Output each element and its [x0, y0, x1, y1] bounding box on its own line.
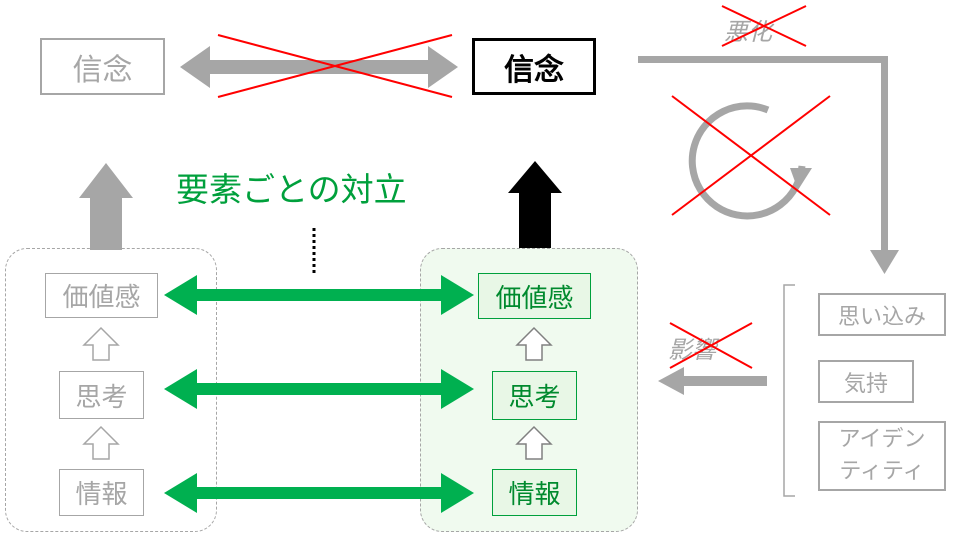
- worsen-path-arrow: [638, 56, 899, 274]
- left-info-label: 情報: [75, 480, 128, 510]
- right-up-arrow-icon: [508, 161, 562, 248]
- right-hollow-up-arrow-upper-icon: [515, 326, 553, 361]
- right-thought-label: 思考: [508, 383, 561, 413]
- factor-assumption-box: 思い込み: [818, 293, 946, 336]
- left-value-box: 価値感: [45, 273, 158, 318]
- factor-feeling-box: 気持: [818, 360, 914, 403]
- factors-bracket: [783, 284, 795, 497]
- left-thought-box: 思考: [59, 371, 144, 419]
- left-info-box: 情報: [59, 469, 144, 516]
- belief-box-left: 信念: [40, 38, 165, 95]
- right-value-box: 価値感: [478, 273, 591, 319]
- factor-identity-label-2: ティティ: [839, 459, 925, 484]
- left-value-label: 価値感: [62, 283, 141, 313]
- factor-assumption-label: 思い込み: [837, 304, 926, 330]
- right-value-label: 価値感: [495, 283, 574, 314]
- belief-box-right: 信念: [472, 38, 596, 95]
- belief-double-arrow: [180, 46, 458, 88]
- belief-arrow-cross-icon: [217, 34, 453, 98]
- right-info-box: 情報: [492, 469, 577, 516]
- cycle-cross-icon: [671, 95, 831, 216]
- factor-feeling-label: 気持: [843, 371, 888, 397]
- factor-identity-box: アイデン ティティ: [818, 421, 946, 491]
- worsen-cross-icon: [721, 5, 807, 47]
- left-hollow-up-arrow-upper-icon: [82, 326, 120, 361]
- green-double-arrow-value: [164, 275, 474, 315]
- influence-label: 影響: [668, 336, 716, 364]
- right-info-label: 情報: [508, 480, 561, 510]
- belief-left-label: 信念: [72, 52, 133, 88]
- factor-identity-label-1: アイデン: [838, 427, 926, 452]
- influence-arrow: [658, 367, 767, 395]
- left-thought-label: 思考: [75, 382, 128, 413]
- left-up-arrow-icon: [79, 163, 133, 250]
- cycle-icon: [688, 102, 812, 220]
- left-hollow-up-arrow-lower-icon: [82, 425, 120, 460]
- conflict-by-element-label: 要素ごとの対立: [176, 170, 407, 209]
- green-double-arrow-info: [164, 473, 474, 513]
- influence-cross-icon: [669, 322, 753, 369]
- right-thought-box: 思考: [492, 371, 577, 420]
- right-hollow-up-arrow-lower-icon: [515, 425, 553, 460]
- green-double-arrow-thought: [164, 369, 474, 409]
- belief-right-label: 信念: [504, 52, 564, 88]
